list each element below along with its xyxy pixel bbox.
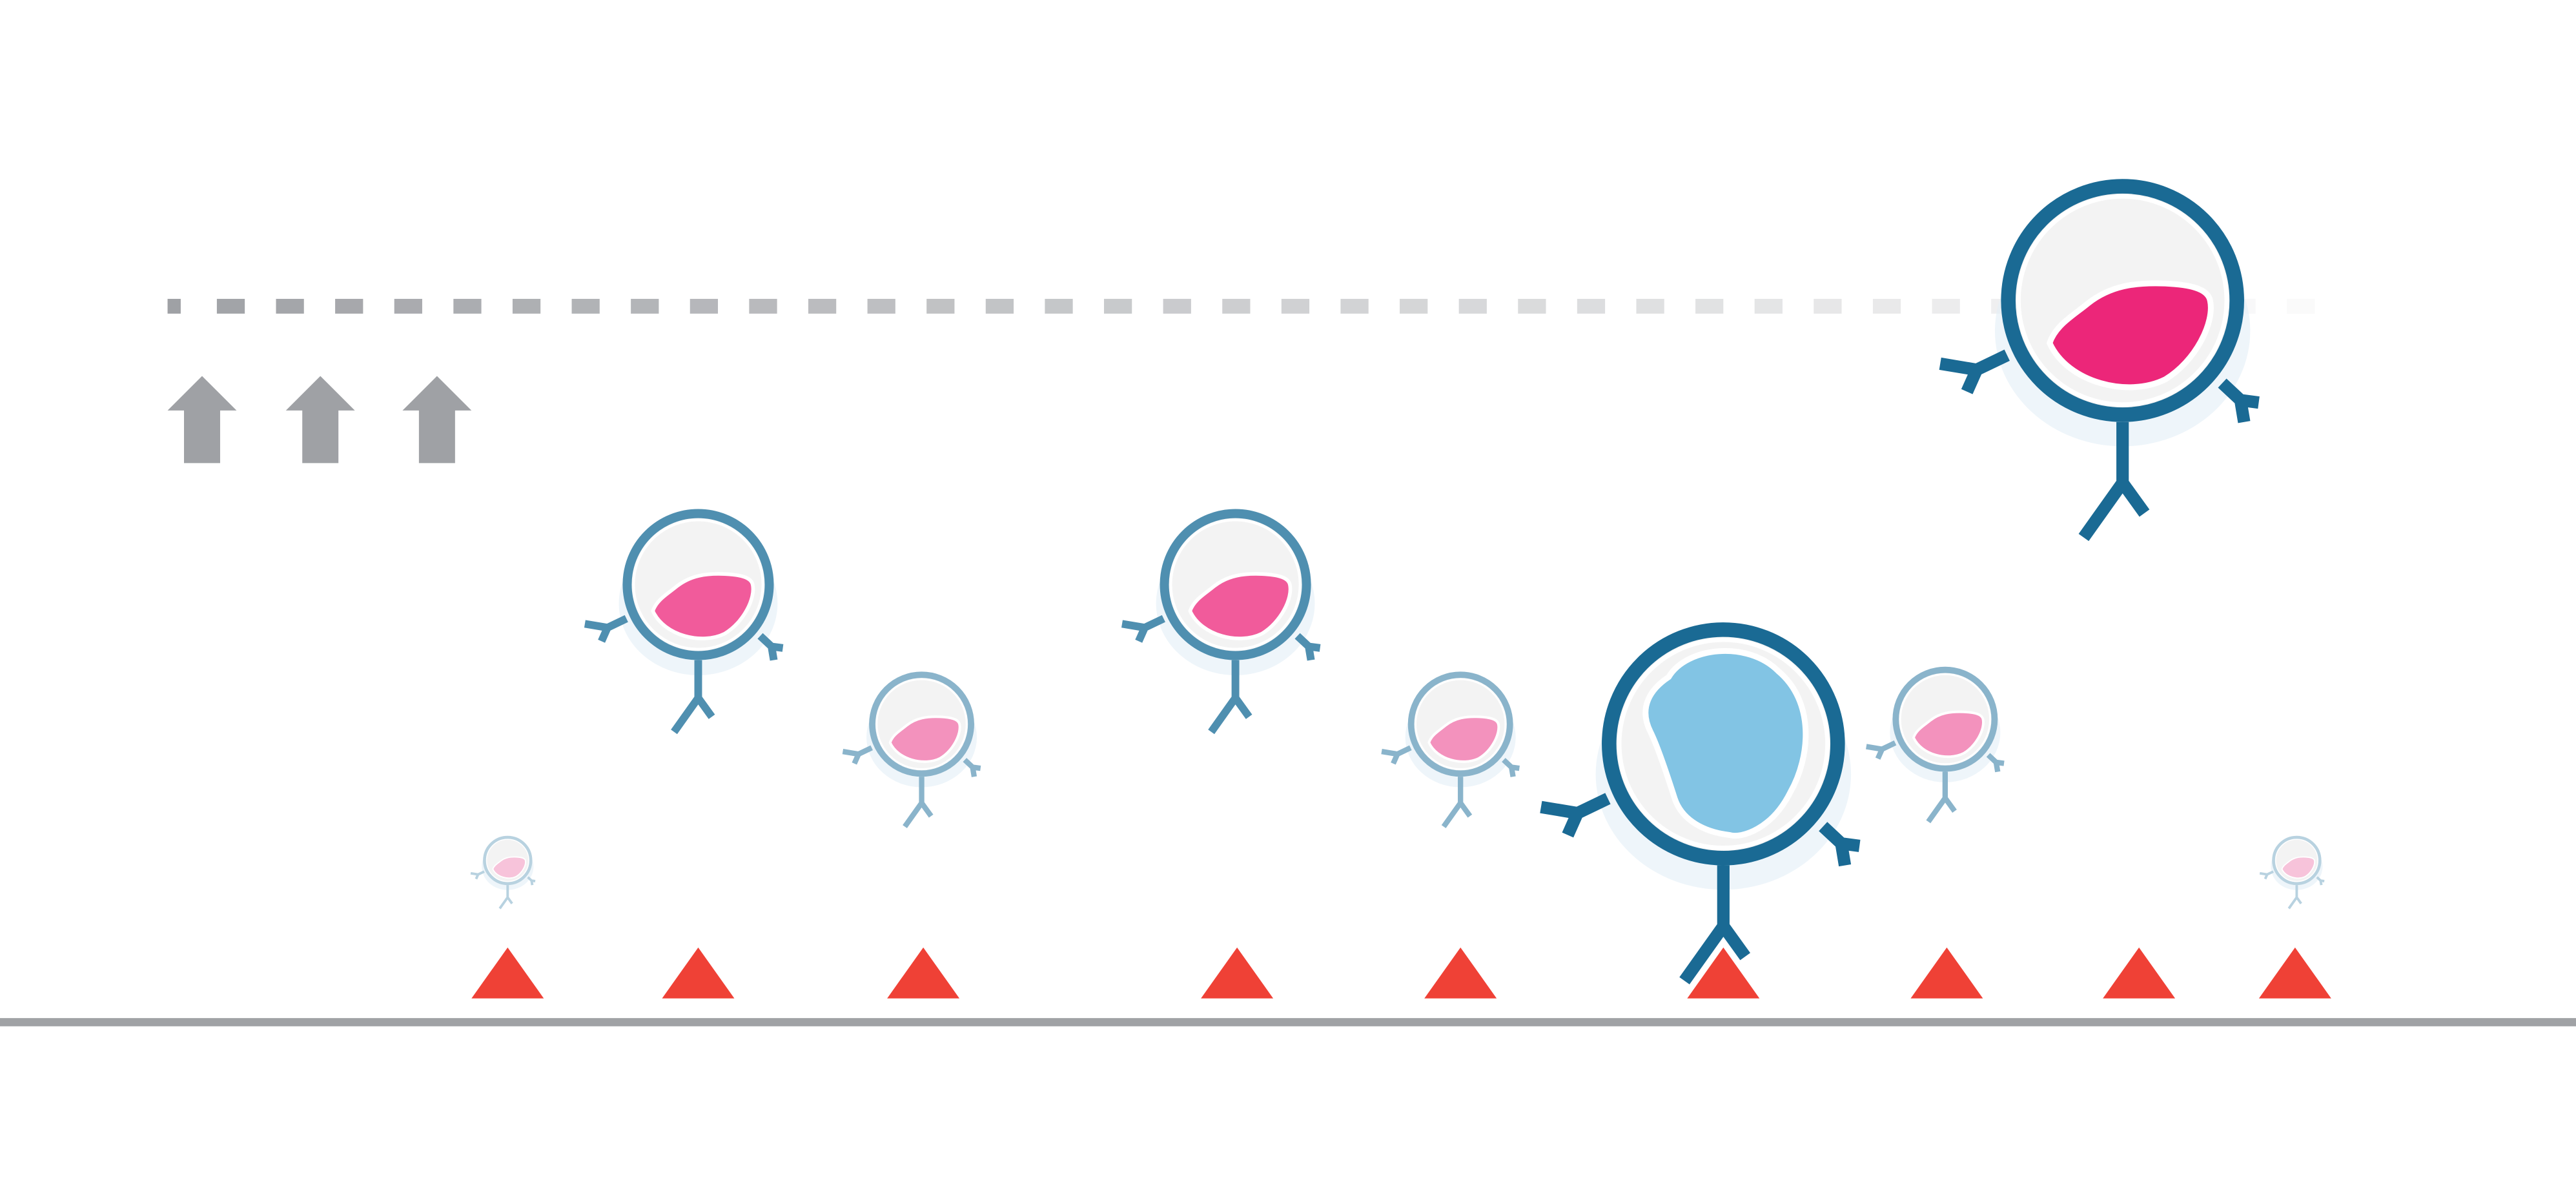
- pink-blob: [2281, 856, 2316, 879]
- dash-segment: [1400, 298, 1428, 314]
- lives-arrows: [167, 376, 472, 463]
- dash-segment: [1695, 298, 1724, 314]
- character-mid-1: [584, 509, 784, 735]
- character-light-1: [842, 671, 981, 828]
- spike-triangle: [1424, 947, 1497, 999]
- dash-segment: [1222, 298, 1251, 314]
- spike-triangle: [1687, 947, 1760, 999]
- dash-segment: [216, 298, 245, 314]
- dash-segment: [1163, 298, 1191, 314]
- character-highlight: [1899, 673, 1992, 766]
- dash-segment: [1577, 298, 1606, 314]
- character-player: [1540, 622, 1861, 984]
- dash-segment: [1636, 298, 1664, 314]
- dash-segment: [1814, 298, 1842, 314]
- dash-segment: [167, 298, 181, 314]
- character-highlight: [1415, 678, 1507, 770]
- ground-line: [0, 1018, 2576, 1026]
- spike-triangle: [1201, 947, 1274, 999]
- pink-blob: [1188, 572, 1293, 640]
- blue-blob: [1642, 647, 1809, 839]
- dash-segment: [276, 298, 304, 314]
- pink-blob: [2046, 280, 2214, 391]
- dash-segment: [1932, 298, 1960, 314]
- dash-segment: [1104, 298, 1132, 314]
- dash-segment: [690, 298, 719, 314]
- dash-segment: [335, 298, 363, 314]
- spike-row: [471, 947, 2331, 999]
- character-limbs: [1381, 745, 1520, 828]
- dash-segment: [1872, 298, 1901, 314]
- dash-segment: [1281, 298, 1310, 314]
- character-highlight: [1169, 518, 1302, 651]
- dash-segment: [808, 298, 837, 314]
- pink-blob: [651, 572, 755, 640]
- dash-segment: [1045, 298, 1073, 314]
- character-light-2: [1381, 671, 1520, 828]
- character-limbs: [1540, 793, 1861, 984]
- dash-segment: [985, 298, 1014, 314]
- spike-triangle: [1910, 947, 1983, 999]
- up-arrow-icon: [402, 376, 472, 463]
- pink-blob: [1427, 715, 1500, 763]
- spike-triangle: [887, 947, 960, 999]
- dash-segment: [1458, 298, 1487, 314]
- goal-dashed-line: [167, 298, 2315, 314]
- pink-blob: [1912, 710, 1985, 759]
- character-highlight: [486, 839, 529, 882]
- dash-segment: [512, 298, 541, 314]
- characters: [470, 179, 2325, 984]
- character-mid-2: [1121, 509, 1321, 735]
- character-limbs: [2259, 870, 2325, 910]
- spike-triangle: [2258, 947, 2331, 999]
- character-highlight: [1617, 637, 1830, 850]
- spike-triangle: [2103, 947, 2176, 999]
- character-limbs: [1121, 615, 1321, 735]
- dash-segment: [394, 298, 422, 314]
- pink-blob: [888, 715, 961, 763]
- character-leader: [1939, 179, 2260, 542]
- dash-segment: [1754, 298, 1783, 314]
- dash-segment: [1518, 298, 1546, 314]
- character-limbs: [470, 870, 536, 910]
- spike-triangle: [662, 947, 735, 999]
- character-light-3: [1866, 666, 2005, 824]
- up-arrow-icon: [167, 376, 237, 463]
- character-highlight: [2275, 839, 2318, 882]
- dash-segment: [453, 298, 482, 314]
- character-limbs: [1939, 349, 2260, 542]
- pink-blob: [492, 856, 526, 879]
- character-limbs: [842, 745, 981, 828]
- dash-segment: [926, 298, 955, 314]
- character-faint-2: [2259, 835, 2325, 910]
- up-arrow-icon: [285, 376, 355, 463]
- dash-segment: [631, 298, 659, 314]
- character-limbs: [584, 615, 784, 735]
- character-highlight: [2016, 194, 2229, 407]
- dash-segment: [867, 298, 895, 314]
- character-highlight: [875, 678, 968, 770]
- dash-segment: [1340, 298, 1369, 314]
- dash-segment: [571, 298, 600, 314]
- dash-segment: [749, 298, 777, 314]
- spike-triangle: [471, 947, 544, 999]
- character-highlight: [632, 518, 764, 651]
- character-limbs: [1866, 740, 2005, 824]
- character-faint-1: [470, 835, 536, 910]
- dash-segment: [2287, 298, 2315, 314]
